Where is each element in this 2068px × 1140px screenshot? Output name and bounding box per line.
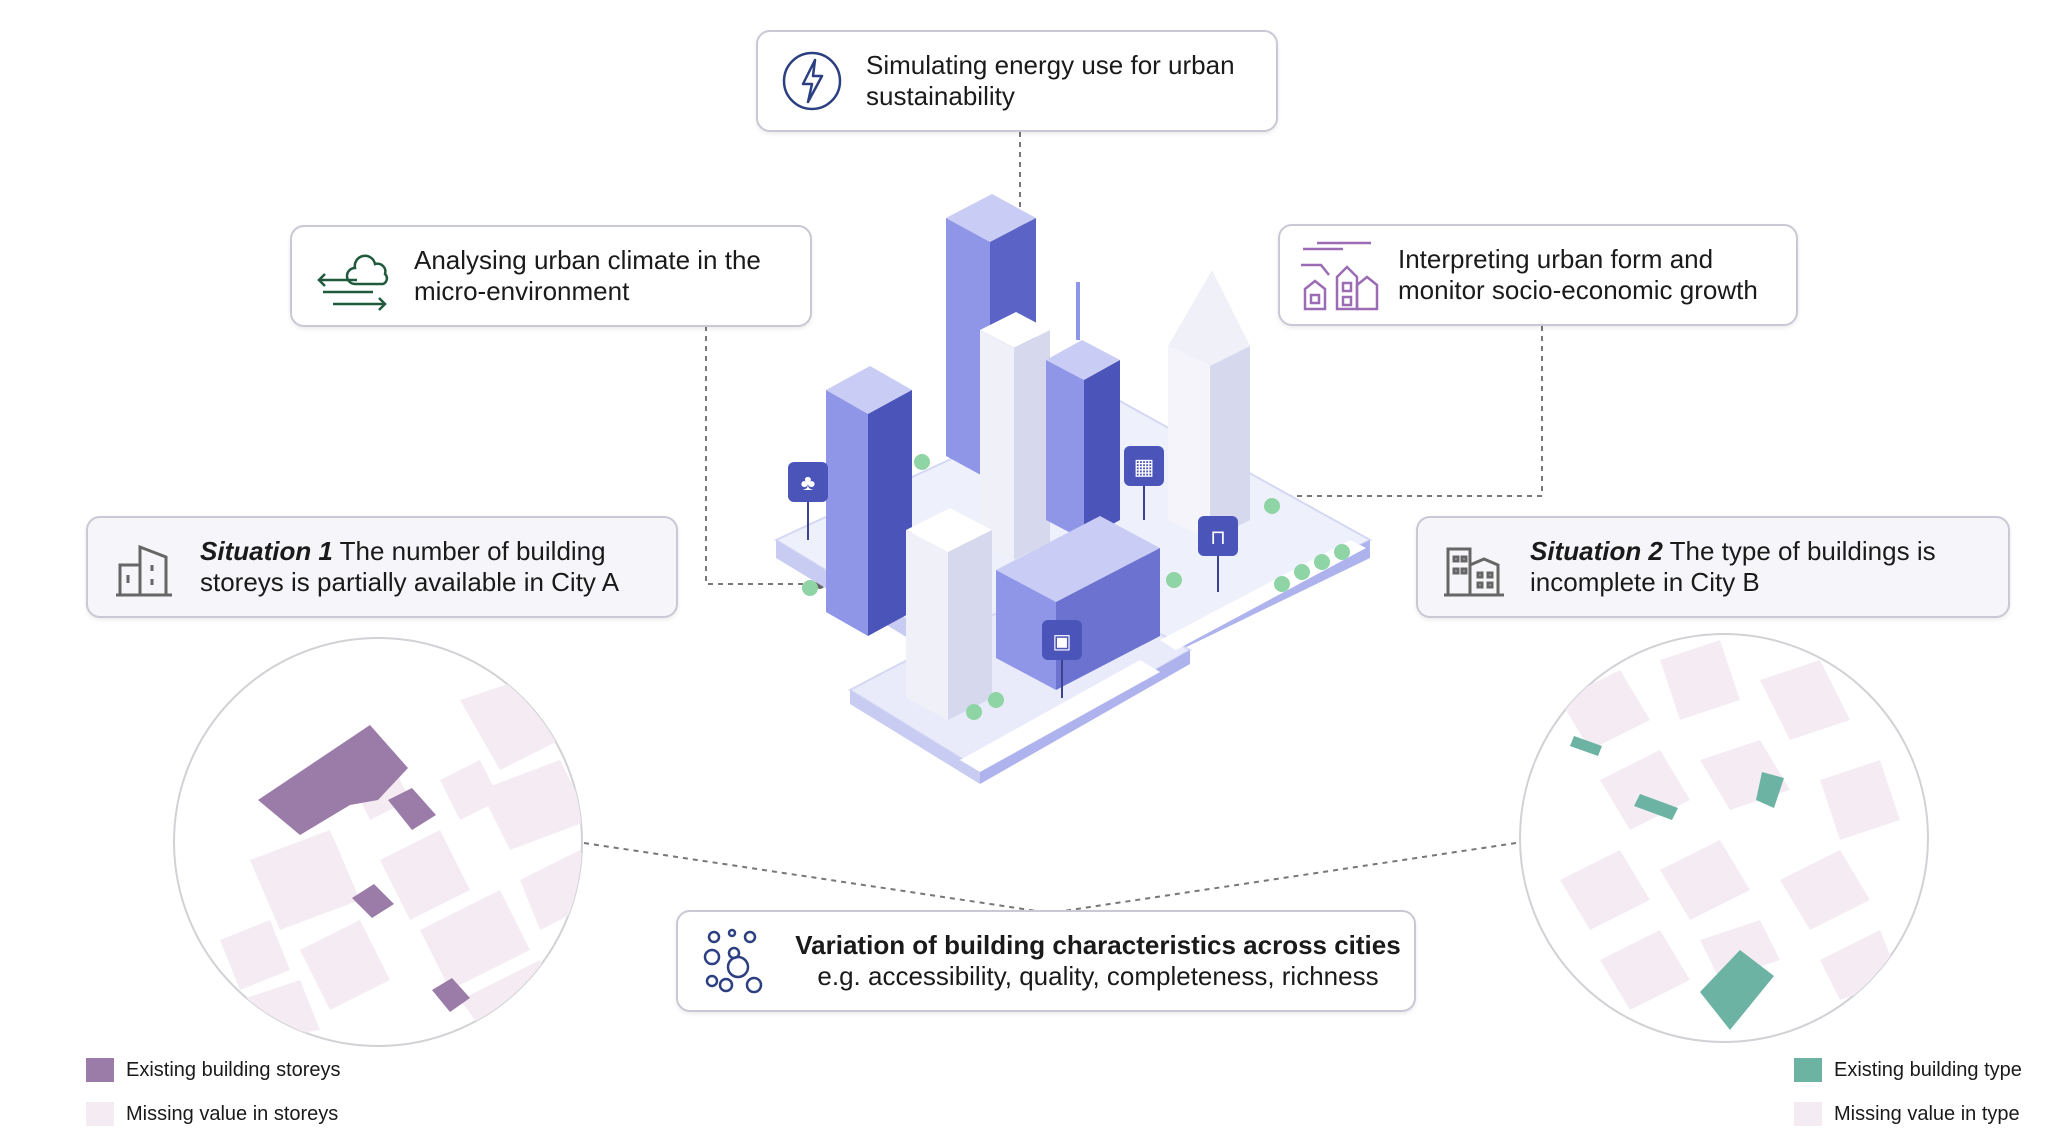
card-climate: Analysing urban climate in the micro-env… <box>290 225 812 327</box>
city-b-map <box>1519 633 1929 1043</box>
situation-2-text: The type of buildings is incomplete in C… <box>1530 536 1936 597</box>
map-pin-bench-icon: ⊓ <box>1198 516 1238 592</box>
city-illustration: ♣ ▦ ⊓ ▣ <box>773 194 1373 784</box>
legend-swatch <box>1794 1102 1822 1126</box>
svg-text:▣: ▣ <box>1053 631 1072 653</box>
situation-1-text: The number of building storeys is partia… <box>200 536 620 597</box>
map-pin-park-icon: ♣ <box>788 462 828 540</box>
energy-bolt-icon <box>758 31 866 131</box>
map-pin-hospital-icon: ▦ <box>1124 446 1164 520</box>
legend-right-existing: Existing building type <box>1794 1058 2022 1082</box>
legend-swatch <box>86 1058 114 1082</box>
card-climate-text: Analysing urban climate in the micro-env… <box>414 245 761 306</box>
variation-title: Variation of building characteristics ac… <box>795 930 1401 960</box>
card-urban-form-text: Interpreting urban form and monitor soci… <box>1398 244 1758 305</box>
svg-text:♣: ♣ <box>801 470 815 495</box>
legend-right-missing: Missing value in type <box>1794 1102 2020 1126</box>
town-icon <box>1280 225 1398 325</box>
svg-text:▦: ▦ <box>1134 454 1155 479</box>
card-variation: Variation of building characteristics ac… <box>676 910 1416 1012</box>
card-situation-1: Situation 1 The number of building store… <box>86 516 678 618</box>
legend-left-existing: Existing building storeys <box>86 1058 341 1082</box>
cloud-wind-icon <box>292 226 414 326</box>
city-a-map <box>173 637 583 1047</box>
card-energy-text: Simulating energy use for urban sustaina… <box>866 50 1235 111</box>
bubbles-icon <box>678 911 788 1011</box>
variation-subtitle: e.g. accessibility, quality, completenes… <box>817 961 1379 991</box>
card-urban-form: Interpreting urban form and monitor soci… <box>1278 224 1798 326</box>
legend-left-missing: Missing value in storeys <box>86 1102 338 1126</box>
building-icon <box>88 517 200 617</box>
legend-swatch <box>1794 1058 1822 1082</box>
legend-swatch <box>86 1102 114 1126</box>
card-energy: Simulating energy use for urban sustaina… <box>756 30 1278 132</box>
buildings-icon <box>1418 517 1530 617</box>
card-situation-2: Situation 2 The type of buildings is inc… <box>1416 516 2010 618</box>
situation-1-label: Situation 1 <box>200 536 333 566</box>
situation-2-label: Situation 2 <box>1530 536 1663 566</box>
svg-text:⊓: ⊓ <box>1210 527 1226 549</box>
map-pin-bus-icon: ▣ <box>1042 620 1082 698</box>
